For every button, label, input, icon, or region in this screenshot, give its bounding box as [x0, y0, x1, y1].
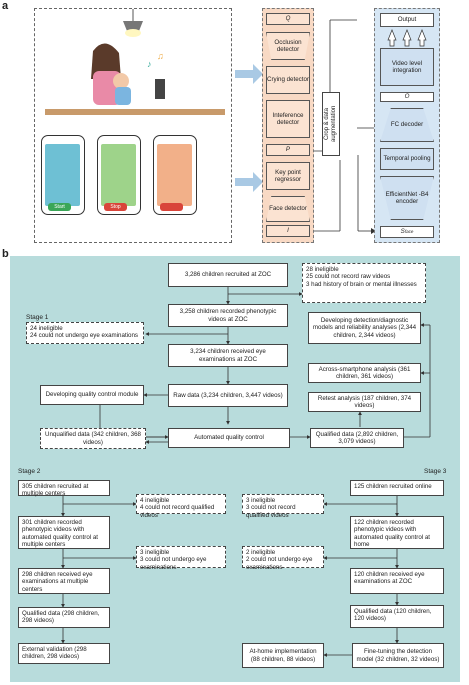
across-smartphone-box: Across-smartphone analysis (361 children…	[308, 363, 421, 383]
s3-qualified-box: Qualified data (120 children, 120 videos…	[350, 605, 444, 628]
p-box: P	[266, 144, 310, 156]
illustration-box: ♪ ♫ Start Stop	[34, 8, 232, 243]
s2-excluded-2: 3 ineligible 3 could not undergo eye exa…	[136, 546, 226, 571]
o-box: O	[380, 92, 434, 102]
retest-box: Retest analysis (187 children, 374 video…	[308, 392, 421, 412]
raw-data-box: Raw data (3,234 children, 3,447 videos)	[168, 384, 288, 407]
phone-record	[153, 135, 197, 215]
unqualified-box: Unqualified data (342 children, 368 vide…	[40, 428, 146, 449]
auto-qc-box: Automated quality control	[168, 428, 290, 448]
i-box: I	[266, 225, 310, 237]
svg-text:♪: ♪	[147, 59, 152, 69]
s3-eye-box: 120 children received eye examinations a…	[350, 568, 444, 594]
s3-excluded-1: 3 ineligible 3 could not record qualifie…	[242, 494, 324, 519]
developing-models-box: Developing detection/diagnostic models a…	[308, 312, 421, 344]
face-detector: Face detector	[266, 196, 310, 222]
recruited-box: 3,286 children recruited at ZOC	[168, 263, 288, 287]
crop-augmentation-box: Crop & data augmentation	[322, 92, 340, 156]
s3-athome-box: At-home implementation (88 children, 88 …	[242, 643, 324, 668]
panel-a-label: a	[2, 0, 9, 12]
keypoint-regressor: Key point regressor	[266, 162, 310, 190]
phone-start: Start	[41, 135, 85, 215]
quality-module-box: Developing quality control module	[40, 385, 144, 405]
output-arrows	[387, 29, 427, 47]
stage-2-label: Stage 2	[18, 468, 41, 475]
stop-button[interactable]: Stop	[104, 203, 127, 211]
s3-recorded-box: 122 children recorded phenotypic videos …	[350, 516, 444, 549]
s2-validation-box: External validation (298 children, 298 v…	[18, 643, 110, 664]
record-button[interactable]	[160, 203, 183, 211]
q-box: Q	[266, 13, 310, 25]
caregiver-illustration: ♪ ♫	[45, 9, 225, 115]
eye-exam-box: 3,234 children received eye examinations…	[168, 344, 288, 367]
s2-eye-box: 298 children received eye examinations a…	[18, 568, 110, 594]
occlusion-detector: Occlusion detector	[266, 32, 310, 60]
stage-1-label: Stage 1	[26, 314, 49, 321]
output-box: Output	[380, 13, 434, 27]
video-integration-box: Video level integration	[380, 48, 434, 86]
stage-3-label: Stage 3	[424, 468, 447, 475]
s2-excluded-1: 4 ineligible 4 could not record qualifie…	[136, 494, 226, 519]
interference-detector: Inteference detector	[266, 100, 310, 138]
excluded-box-1: 28 ineligible 25 could not record raw vi…	[302, 263, 426, 303]
temporal-pooling: Temporal pooling	[380, 148, 434, 170]
phone-stop: Stop	[97, 135, 141, 215]
s3-finetune-box: Fine-tuning the detection model (32 chil…	[352, 643, 444, 668]
s2-recorded-box: 301 children recorded phenotypic videos …	[18, 516, 110, 549]
s3-recruited-box: 125 children recruited online	[350, 480, 444, 496]
s3-excluded-2: 2 ineligible 2 could not undergo eye exa…	[242, 546, 324, 571]
s2-recruited-box: 305 children recruited at multiple cente…	[18, 480, 110, 497]
s2-qualified-box: Qualified data (298 children, 298 videos…	[18, 607, 110, 628]
qualified-main-box: Qualified data (2,892 children, 3,079 vi…	[310, 428, 404, 448]
crying-detector: Crying detector	[266, 66, 310, 94]
excluded-box-2: 24 ineligible 24 could not undergo eye e…	[26, 322, 144, 344]
panel-b-label: b	[2, 248, 9, 260]
svg-text:♫: ♫	[157, 51, 164, 61]
recorded-box: 3,258 children recorded phenotypic video…	[168, 304, 288, 327]
start-button[interactable]: Start	[48, 203, 71, 211]
